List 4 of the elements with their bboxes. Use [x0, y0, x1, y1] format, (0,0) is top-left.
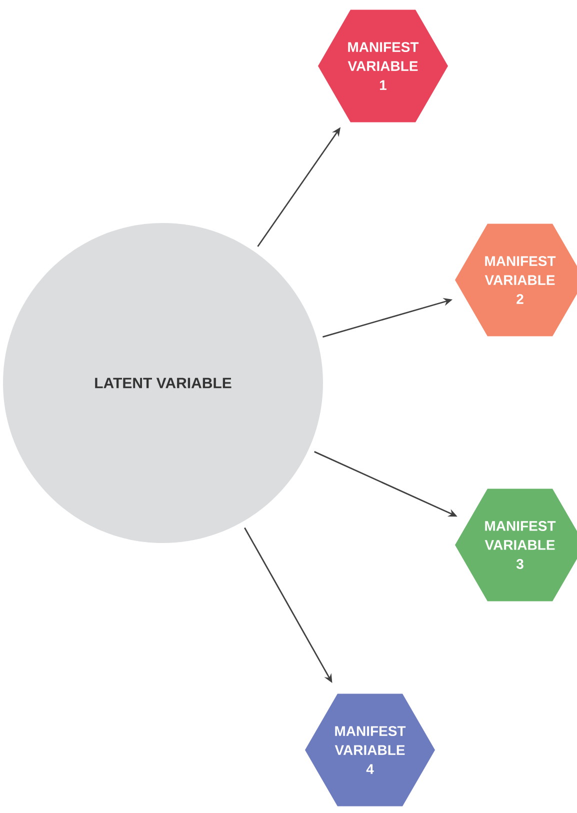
manifest-hexagon: MANIFEST VARIABLE 2: [455, 224, 577, 336]
manifest-hexagon: MANIFEST VARIABLE 3: [455, 488, 577, 602]
manifest-hexagon: MANIFEST VARIABLE 4: [305, 694, 435, 806]
manifest-hexagon: MANIFEST VARIABLE 1: [318, 10, 448, 122]
